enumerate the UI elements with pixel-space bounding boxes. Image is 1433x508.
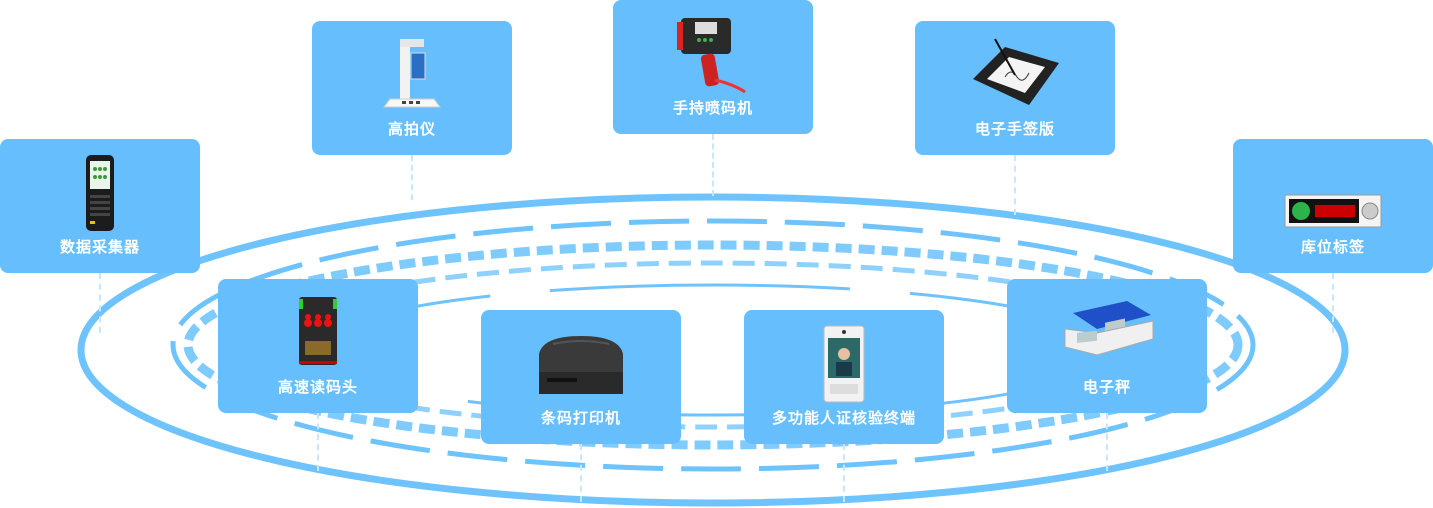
device-card-location-tag[interactable]: 库位标签 bbox=[1233, 139, 1433, 273]
document-camera-icon bbox=[383, 39, 441, 108]
inner-ring bbox=[311, 283, 1115, 417]
location-tag-icon bbox=[1284, 194, 1382, 228]
barcode-reader-icon bbox=[299, 297, 337, 365]
dashed-ring-1 bbox=[170, 218, 1256, 472]
connector-line bbox=[317, 413, 319, 471]
device-label: 电子手签版 bbox=[974, 121, 1055, 138]
signature-pad-icon bbox=[973, 38, 1059, 105]
handheld-terminal-icon bbox=[86, 155, 114, 231]
device-label: 多功能人证核验终端 bbox=[771, 410, 916, 427]
barcode-printer-icon bbox=[539, 336, 623, 394]
device-card-handheld-inkjet[interactable]: 手持喷码机 bbox=[613, 0, 813, 134]
device-label: 条码打印机 bbox=[540, 410, 621, 427]
device-label: 高速读码头 bbox=[277, 379, 358, 396]
connector-line bbox=[580, 444, 582, 502]
connector-line bbox=[1332, 273, 1334, 333]
device-card-data-collector[interactable]: 数据采集器 bbox=[0, 139, 200, 273]
device-card-barcode-printer[interactable]: 条码打印机 bbox=[481, 310, 681, 444]
connector-line bbox=[411, 155, 413, 200]
id-verification-terminal-icon bbox=[823, 325, 865, 403]
device-label: 高拍仪 bbox=[387, 121, 436, 138]
connector-line bbox=[843, 444, 845, 502]
device-card-id-verification-terminal[interactable]: 多功能人证核验终端 bbox=[744, 310, 944, 444]
dashed-ring-2 bbox=[183, 240, 1243, 450]
outer-ring bbox=[77, 193, 1349, 507]
device-label: 手持喷码机 bbox=[672, 100, 753, 117]
device-label: 数据采集器 bbox=[59, 239, 140, 256]
handheld-inkjet-printer-icon bbox=[677, 18, 746, 94]
connector-line bbox=[1014, 155, 1016, 215]
connector-line bbox=[99, 273, 101, 333]
connector-line bbox=[1106, 413, 1108, 471]
device-label: 库位标签 bbox=[1300, 239, 1365, 256]
electronic-scale-icon bbox=[1064, 301, 1154, 356]
device-card-signature-pad[interactable]: 电子手签版 bbox=[915, 21, 1115, 155]
device-card-barcode-reader[interactable]: 高速读码头 bbox=[218, 279, 418, 413]
device-card-electronic-scale[interactable]: 电子秤 bbox=[1007, 279, 1207, 413]
device-label: 电子秤 bbox=[1082, 379, 1131, 396]
connector-line bbox=[712, 134, 714, 196]
device-card-document-camera[interactable]: 高拍仪 bbox=[312, 21, 512, 155]
